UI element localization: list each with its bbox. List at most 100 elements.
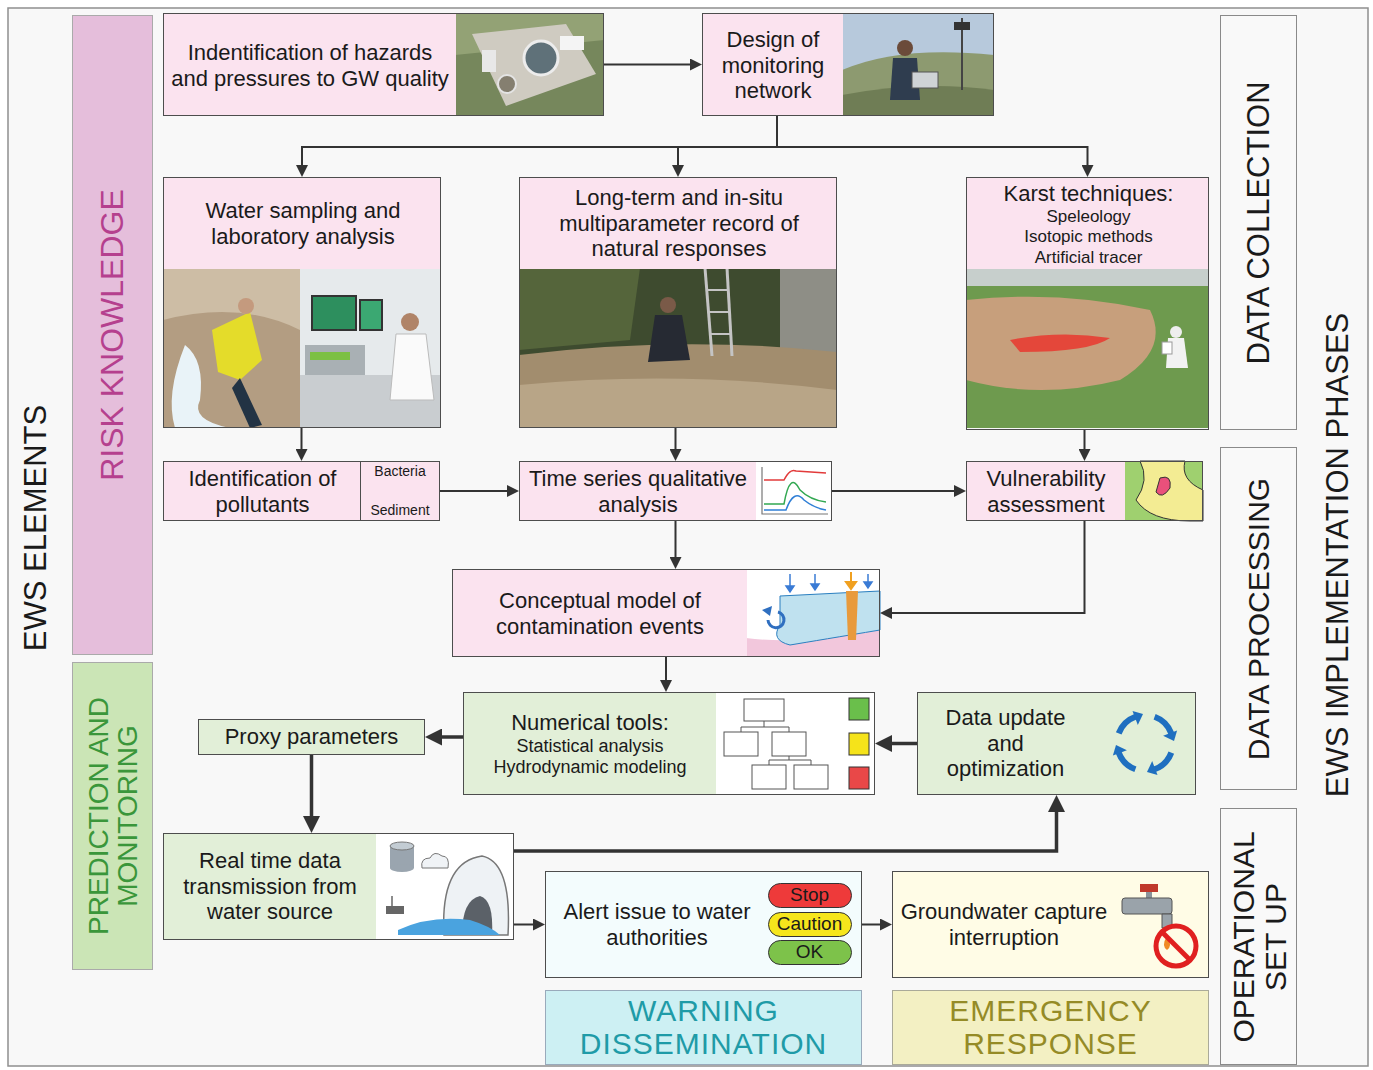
band-label: PREDICTION AND MONITORING bbox=[83, 671, 142, 961]
box-label: Real time data transmission from water s… bbox=[169, 848, 371, 926]
flow-arrow bbox=[514, 803, 1057, 851]
flow-arrow bbox=[883, 742, 917, 746]
flow-arrow bbox=[885, 521, 1085, 613]
band-label: RISK KNOWLEDGE bbox=[96, 30, 130, 640]
text-area: Time series qualitative analysis bbox=[520, 462, 756, 522]
process-box: Real time data transmission from water s… bbox=[163, 833, 514, 940]
text-area: EMERGENCY RESPONSE bbox=[893, 991, 1208, 1064]
text-area: Caution bbox=[769, 913, 850, 935]
process-box: Water sampling and laboratory analysis bbox=[163, 177, 441, 428]
phase-box: OPERATIONAL SET UP bbox=[1220, 808, 1297, 1065]
text-area: Vulnerability assessment bbox=[967, 462, 1125, 522]
text-area: BacteriaSediment bbox=[361, 462, 439, 520]
box-label: Numerical tools: bbox=[511, 710, 669, 736]
box-label: Indentification of hazards and pressures… bbox=[169, 40, 451, 92]
text-area: Conceptual model of contamination events bbox=[453, 570, 747, 658]
icon-box: BacteriaSediment bbox=[360, 461, 440, 521]
flow-arrow bbox=[675, 428, 677, 456]
text-area: Indentification of hazards and pressures… bbox=[164, 14, 456, 117]
flow-arrow bbox=[678, 116, 777, 172]
flow-arrow bbox=[440, 490, 514, 492]
box-label: Data update and optimization bbox=[938, 705, 1073, 783]
box-label: Identification of pollutants bbox=[169, 466, 356, 518]
text-area: Identification of pollutants bbox=[164, 462, 361, 522]
flow-arrow bbox=[604, 64, 697, 66]
band-label: OPERATIONAL SET UP bbox=[1227, 819, 1290, 1054]
alert-box: Alert issue to water authorities StopCaut… bbox=[545, 871, 862, 978]
text-area: Stop bbox=[769, 884, 850, 906]
box-label: Bacteria bbox=[374, 463, 425, 480]
process-box: Identification of pollutantsBacteriaSedi… bbox=[163, 461, 440, 521]
process-box: Karst techniques:SpeleologyIsotopic meth… bbox=[966, 177, 1209, 430]
process-box: Indentification of hazards and pressures… bbox=[163, 13, 604, 116]
flow-arrow bbox=[832, 490, 961, 492]
flow-arrow bbox=[514, 924, 540, 926]
box-label: Groundwater capture interruption bbox=[898, 899, 1110, 951]
box-label: Alert issue to water authorities bbox=[551, 899, 763, 951]
flow-arrow bbox=[862, 924, 887, 926]
box-label: Speleology bbox=[1046, 207, 1130, 227]
element-band: EMERGENCY RESPONSE bbox=[892, 990, 1209, 1065]
process-box: Vulnerability assessment bbox=[966, 461, 1203, 521]
flow-arrow bbox=[433, 735, 463, 739]
element-band: PREDICTION AND MONITORING bbox=[72, 662, 153, 970]
text-area: Design of monitoring network bbox=[703, 14, 843, 117]
band-label: DATA PROCESSING bbox=[1243, 451, 1275, 786]
box-label: Long-term and in-situ multiparameter rec… bbox=[525, 185, 833, 263]
status-pill: Caution bbox=[768, 912, 852, 937]
text-area: Numerical tools:Statistical analysisHydr… bbox=[464, 693, 716, 796]
box-label: EMERGENCY RESPONSE bbox=[898, 995, 1203, 1060]
process-box: Groundwater capture interruption bbox=[892, 871, 1209, 978]
flow-arrow bbox=[675, 521, 677, 564]
section-label: EWS IMPLEMENTATION PHASES bbox=[1322, 265, 1355, 845]
flow-arrow bbox=[777, 116, 1088, 172]
flow-arrow bbox=[310, 755, 314, 825]
section-label: EWS ELEMENTS bbox=[20, 378, 53, 678]
text-area: Data update and optimization bbox=[933, 693, 1078, 794]
flow-arrow bbox=[301, 428, 303, 456]
process-box: Numerical tools:Statistical analysisHydr… bbox=[463, 692, 875, 795]
flow-arrow bbox=[302, 116, 777, 172]
box-label: Design of monitoring network bbox=[708, 27, 838, 105]
box-label: Water sampling and laboratory analysis bbox=[169, 198, 437, 250]
text-area: WARNING DISSEMINATION bbox=[546, 991, 861, 1064]
text-area: Groundwater capture interruption bbox=[893, 872, 1115, 977]
box-label: Vulnerability assessment bbox=[972, 466, 1120, 518]
box-label: Stop bbox=[790, 884, 829, 906]
process-box: Design of monitoring network bbox=[702, 13, 994, 116]
box-label: Statistical analysis bbox=[516, 736, 663, 757]
box-label: Sediment bbox=[370, 502, 429, 519]
element-band: WARNING DISSEMINATION bbox=[545, 990, 862, 1065]
text-area: Real time data transmission from water s… bbox=[164, 834, 376, 939]
status-pill: OK bbox=[768, 940, 852, 965]
box-label: Isotopic methods bbox=[1024, 227, 1153, 247]
outer-frame bbox=[8, 8, 1368, 1066]
box-label: Conceptual model of contamination events bbox=[458, 588, 742, 640]
process-box: Conceptual model of contamination events bbox=[452, 569, 880, 657]
text-area: Water sampling and laboratory analysis bbox=[164, 178, 442, 269]
process-box: Data update and optimization bbox=[917, 692, 1196, 795]
box-label: Time series qualitative analysis bbox=[525, 466, 751, 518]
process-box: Long-term and in-situ multiparameter rec… bbox=[519, 177, 837, 428]
box-label: Proxy parameters bbox=[225, 724, 399, 750]
text-area: OK bbox=[769, 941, 850, 963]
text-area: Proxy parameters bbox=[199, 720, 424, 754]
box-label: OK bbox=[796, 941, 823, 963]
band-label: DATA COLLECTION bbox=[1242, 23, 1275, 423]
box-label: Karst techniques: bbox=[1004, 181, 1174, 207]
phase-box: DATA COLLECTION bbox=[1220, 15, 1297, 430]
process-box: Proxy parameters bbox=[198, 719, 425, 755]
process-box: Time series qualitative analysis bbox=[519, 461, 832, 521]
text-area: Karst techniques:SpeleologyIsotopic meth… bbox=[967, 178, 1210, 271]
box-label: WARNING DISSEMINATION bbox=[551, 995, 856, 1060]
status-pill: Stop bbox=[768, 883, 852, 908]
flow-arrow bbox=[665, 657, 667, 687]
phase-box: DATA PROCESSING bbox=[1220, 447, 1297, 790]
element-band: RISK KNOWLEDGE bbox=[72, 15, 153, 655]
text-area: Alert issue to water authorities bbox=[546, 872, 768, 977]
box-label: Hydrodynamic modeling bbox=[493, 757, 686, 778]
text-area: Long-term and in-situ multiparameter rec… bbox=[520, 178, 838, 269]
box-label: Caution bbox=[777, 913, 843, 935]
box-label: Artificial tracer bbox=[1035, 248, 1143, 268]
